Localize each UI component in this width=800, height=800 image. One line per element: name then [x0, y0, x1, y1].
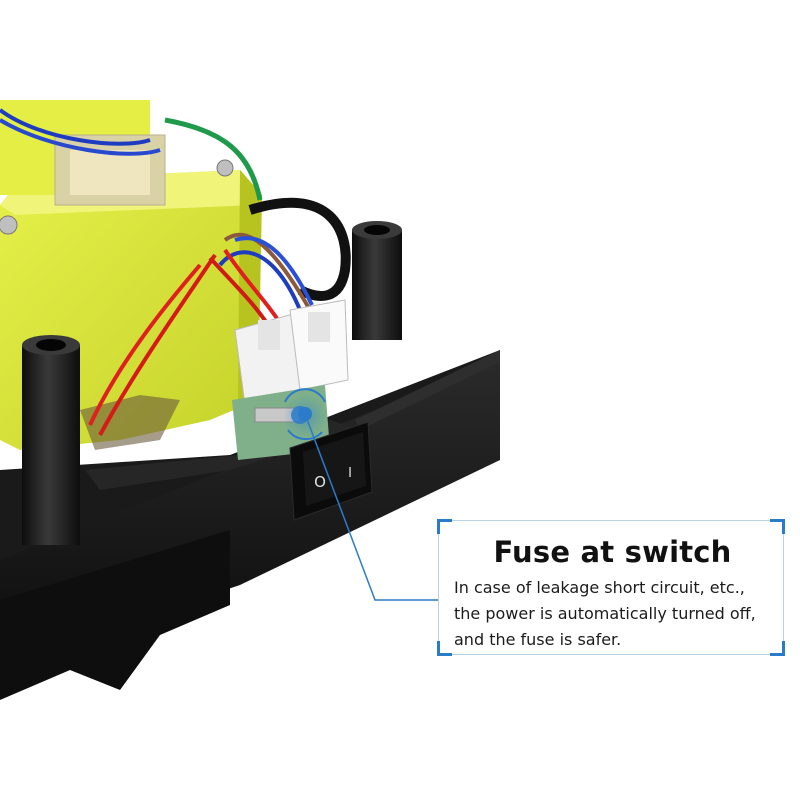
housing-base: [0, 350, 500, 700]
callout-title: Fuse at switch: [493, 535, 732, 569]
callout-box: Fuse at switch In case of leakage short …: [437, 519, 785, 656]
callout-description-line: the power is automatically turned off,: [454, 604, 756, 623]
callout-corner: [770, 641, 785, 656]
callout-corner: [437, 519, 452, 534]
mounting-posts: [22, 221, 402, 545]
wire-connectors: [234, 299, 349, 406]
switch-on-symbol: I: [348, 466, 352, 481]
callout-description-line: In case of leakage short circuit, etc.,: [454, 578, 745, 597]
switch-off-symbol: O: [314, 473, 326, 491]
callout-description-line: and the fuse is safer.: [454, 630, 622, 649]
callout-corner: [770, 519, 785, 534]
wires: [0, 108, 314, 436]
callout-corner: [437, 641, 452, 656]
callout-leader-line: [304, 413, 438, 601]
power-cable: [248, 197, 351, 301]
